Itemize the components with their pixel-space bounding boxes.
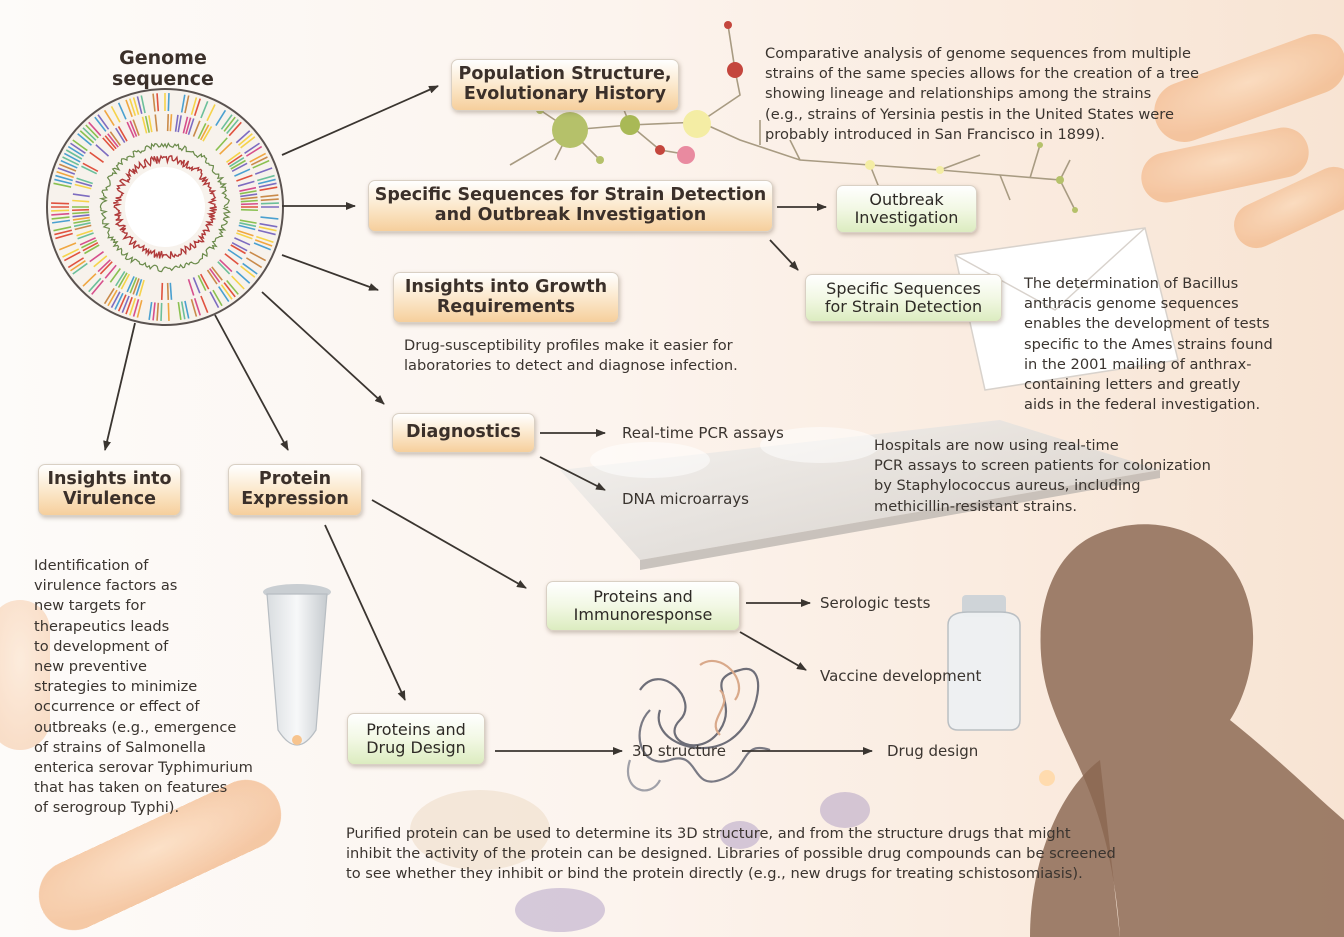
label-vaccine-development: Vaccine development — [820, 667, 982, 685]
label-drug-design: Drug design — [887, 742, 979, 760]
test-tube-icon — [263, 584, 331, 746]
population-description: Comparative analysis of genome sequences… — [765, 45, 1199, 143]
growth-requirements-box: Insights into Growth Requirements — [393, 272, 619, 323]
growth-description: Drug-susceptibility profiles make it eas… — [404, 337, 738, 375]
decorative-blobs — [410, 790, 870, 932]
label-3d-structure: 3D structure — [632, 742, 726, 760]
virulence-box: Insights into Virulence — [38, 464, 181, 516]
hospitals-description: Hospitals are now using real-time PCR as… — [874, 437, 1211, 515]
specific-sequences-box: Specific Sequences for Strain Detection … — [368, 180, 773, 232]
strain-detection-box: Specific Sequences for Strain Detection — [805, 274, 1002, 322]
vial-icon — [947, 595, 1021, 731]
anthracis-description: The determination of Bacillus anthracis … — [1024, 275, 1273, 414]
label-serologic-tests: Serologic tests — [820, 594, 931, 612]
bacterium-decoration — [0, 34, 1344, 931]
protein-structure-icon — [627, 659, 771, 792]
outbreak-investigation-box: Outbreak Investigation — [836, 185, 977, 233]
envelope-icon — [954, 227, 1179, 391]
label-realtime-pcr: Real-time PCR assays — [622, 424, 784, 442]
diagnostics-box: Diagnostics — [392, 413, 535, 453]
patient-silhouette — [1030, 524, 1344, 937]
virulence-description: Identification of virulence factors as n… — [34, 557, 253, 817]
label-dna-microarrays: DNA microarrays — [622, 490, 749, 508]
genome-sequence-title: Genome sequence — [112, 47, 214, 90]
proteins-drug-design-box: Proteins and Drug Design — [347, 713, 485, 765]
arrows — [103, 85, 873, 755]
diagnostic-plate-icon — [560, 420, 1160, 570]
population-structure-box: Population Structure, Evolutionary Histo… — [451, 59, 679, 111]
genome-circle-icon — [46, 88, 284, 326]
phylogenetic-tree-icon — [509, 21, 1078, 213]
proteins-immunoresponse-box: Proteins and Immunoresponse — [546, 581, 740, 631]
purified-protein-description: Purified protein can be used to determin… — [346, 825, 1116, 883]
protein-expression-box: Protein Expression — [228, 464, 362, 516]
